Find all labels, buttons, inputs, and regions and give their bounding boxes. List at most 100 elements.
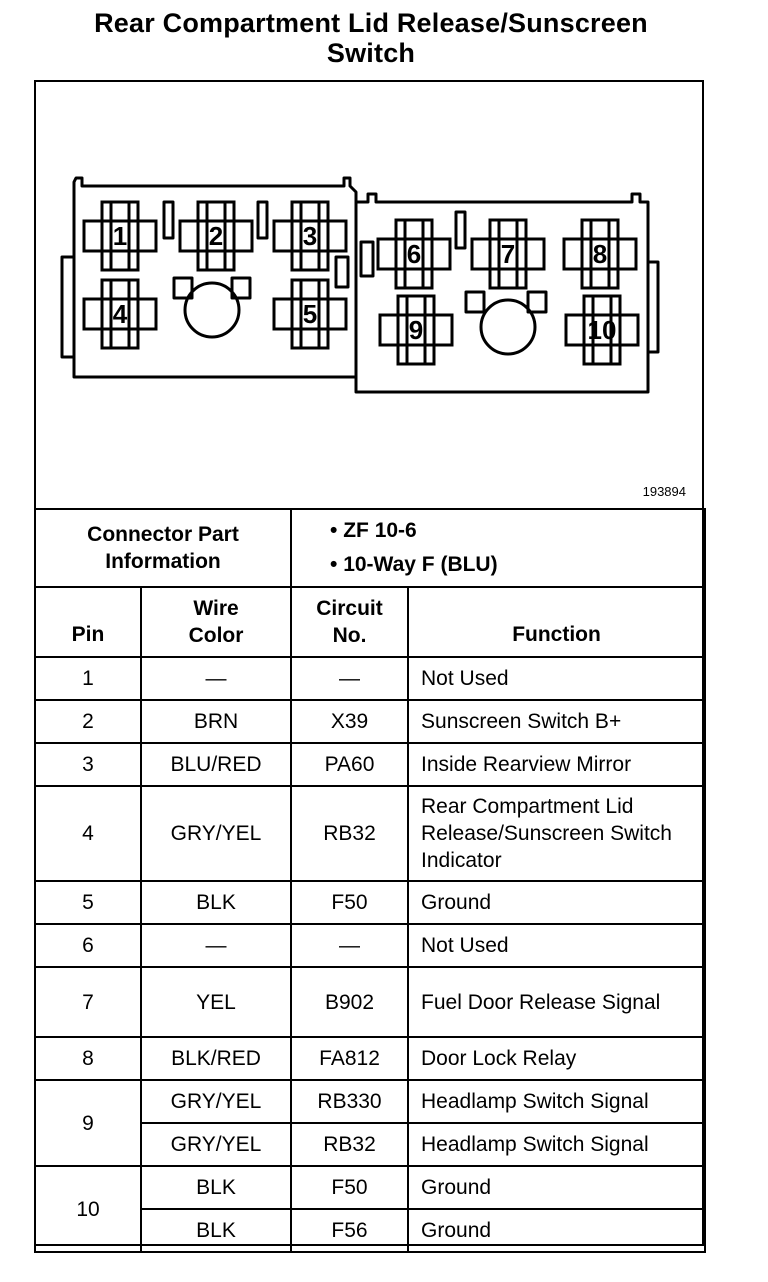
left-side-tab [60,255,76,359]
column-header-row: Pin Wire Color Circuit No. Function [34,586,707,658]
cell-wire: — [139,923,293,968]
pin-label: 3 [303,221,317,251]
connector-info-values: • ZF 10-6 • 10-Way F (BLU) [290,508,707,588]
header-function: Function [407,586,707,658]
cell-wire: BLK [139,1165,293,1210]
terminal-2 [178,200,254,272]
cell-pin: 5 [34,880,142,925]
post-clip [464,290,486,314]
cell-circuit: PA60 [290,742,410,787]
cell-circuit: F56 [290,1208,410,1253]
right-side-tab [646,260,660,354]
post-clip [230,276,252,300]
connector-item: • 10-Way F (BLU) [330,553,498,576]
cell-pin: 1 [34,656,142,701]
cell-circuit: — [290,656,410,701]
cell-function: Door Lock Relay [407,1036,707,1081]
table-row: 1——Not Used [34,656,707,701]
terminal-8 [562,218,638,290]
cell-circuit: B902 [290,966,410,1038]
cell-wire: YEL [139,966,293,1038]
cell-circuit: FA812 [290,1036,410,1081]
cell-pin: 7 [34,966,142,1038]
page-title: Rear Compartment Lid Release/Sunscreen S… [0,8,742,68]
key-tab [162,200,175,240]
key-tab [334,255,350,289]
pin-label: 6 [407,239,421,269]
header-circuit-no: Circuit No. [290,586,410,658]
cell-wire: BLU/RED [139,742,293,787]
cell-function: Sunscreen Switch B+ [407,699,707,744]
terminal-6 [376,218,452,290]
cell-pin: 4 [34,785,142,882]
pin-label: 2 [209,221,223,251]
key-tab [454,210,467,250]
cell-circuit: F50 [290,880,410,925]
cell-function: Ground [407,1165,707,1210]
cell-wire: GRY/YEL [139,785,293,882]
cell-circuit: RB330 [290,1079,410,1124]
cell-circuit: F50 [290,1165,410,1210]
terminal-4 [82,278,158,350]
pin-label: 8 [593,239,607,269]
terminal-7 [470,218,546,290]
cell-function: Headlamp Switch Signal [407,1079,707,1124]
alignment-post [183,281,241,339]
cell-wire: — [139,656,293,701]
header-wire-color: Wire Color [139,586,293,658]
cell-circuit: — [290,923,410,968]
cell-wire: BLK [139,880,293,925]
cell-pin: 8 [34,1036,142,1081]
left-housing-outline [72,176,358,379]
cell-pin: 6 [34,923,142,968]
cell-function: Ground [407,1208,707,1253]
cell-wire: BRN [139,699,293,744]
cell-pin: 2 [34,699,142,744]
terminal-3 [272,200,348,272]
key-tab [256,200,269,240]
title-line-1: Rear Compartment Lid Release/Sunscreen [94,8,648,38]
pinout-table: Connector Part Information • ZF 10-6 • 1… [33,508,707,1253]
table-row: 6——Not Used [34,923,707,968]
cell-circuit: RB32 [290,785,410,882]
connector-info-label: Connector Part Information [33,508,293,588]
pin-label: 4 [113,299,128,329]
cell-wire: BLK/RED [139,1036,293,1081]
cell-circuit: RB32 [290,1122,410,1167]
post-clip [526,290,548,314]
pin-label: 5 [303,299,317,329]
connector-info-row: Connector Part Information • ZF 10-6 • 1… [33,508,707,588]
pin-label: 7 [501,239,515,269]
cell-pin: 3 [34,742,142,787]
key-tab [359,240,375,278]
pin-label: 10 [588,315,617,345]
alignment-post [479,298,537,356]
figure-id: 193894 [642,484,686,499]
cell-pin: 10 [34,1165,142,1253]
cell-function: Fuel Door Release Signal [407,966,707,1038]
cell-function: Not Used [407,656,707,701]
cell-wire: GRY/YEL [139,1079,293,1124]
connector-item: • ZF 10-6 [330,519,417,542]
cell-wire: BLK [139,1208,293,1253]
cell-circuit: X39 [290,699,410,744]
cell-function: Headlamp Switch Signal [407,1122,707,1167]
terminal-1 [82,200,158,272]
pin-label: 1 [113,221,127,251]
right-housing-outline [354,192,650,394]
cell-function: Rear Compartment Lid Release/Sunscreen S… [407,785,707,882]
header-pin: Pin [34,586,142,658]
cell-function: Ground [407,880,707,925]
